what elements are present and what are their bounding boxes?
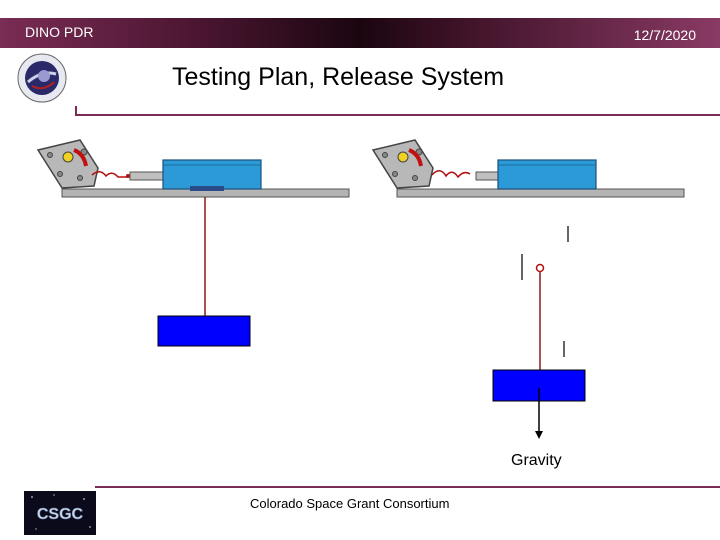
left-release-setup bbox=[36, 139, 350, 347]
left-release-bracket bbox=[36, 139, 99, 189]
header-bar: DINO PDR 12/7/2020 bbox=[0, 18, 720, 48]
footer-divider bbox=[95, 486, 720, 488]
right-actuator-box bbox=[497, 159, 597, 190]
title-divider bbox=[75, 106, 77, 116]
left-actuator-box bbox=[162, 159, 262, 190]
header-date: 12/7/2020 bbox=[633, 27, 696, 43]
right-plunger bbox=[475, 171, 501, 181]
svg-text:CSGC: CSGC bbox=[37, 506, 84, 523]
slide-title: Testing Plan, Release System bbox=[172, 63, 505, 91]
title-underline bbox=[75, 114, 720, 116]
gravity-label: Gravity bbox=[511, 452, 562, 469]
right-release-bracket bbox=[371, 139, 434, 189]
left-weight bbox=[157, 315, 251, 347]
gravity-arrow-head bbox=[535, 431, 543, 439]
csgc-logo-icon: CSGC bbox=[24, 491, 96, 535]
right-rail bbox=[396, 188, 685, 198]
footer-text: Colorado Space Grant Consortium bbox=[250, 496, 450, 511]
falling-ring bbox=[535, 263, 545, 273]
nasa-logo-icon bbox=[17, 53, 67, 103]
header-left-label: DINO PDR bbox=[25, 24, 94, 40]
left-plunger bbox=[129, 171, 165, 181]
right-release-setup: Gravity bbox=[371, 139, 685, 469]
